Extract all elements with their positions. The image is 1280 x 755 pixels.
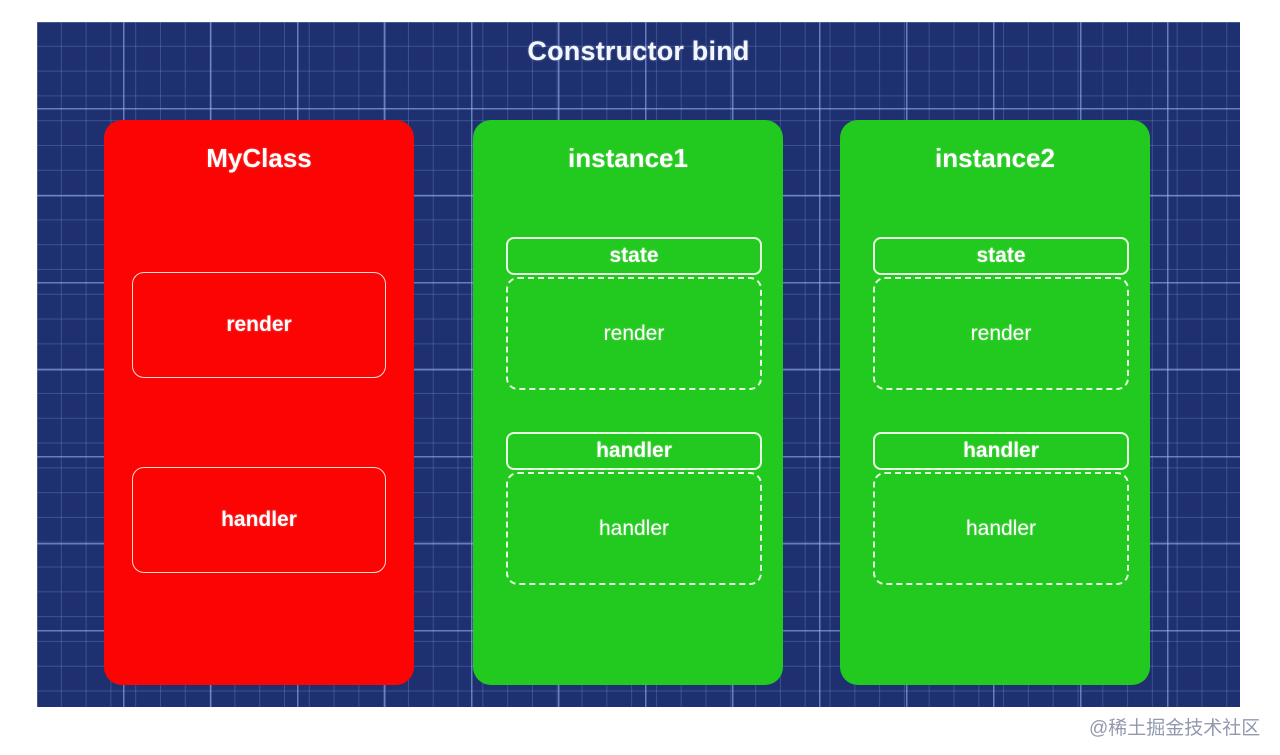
card-instance1-title: instance1 bbox=[568, 143, 688, 173]
card-instance2: instance2 state render handler handler bbox=[840, 120, 1150, 685]
card-myclass: MyClass render handler bbox=[104, 120, 414, 685]
member-instance1-render: render bbox=[506, 277, 762, 390]
member-label: render bbox=[970, 321, 1032, 345]
member-instance2-render: render bbox=[873, 277, 1129, 390]
member-label: handler bbox=[598, 516, 670, 540]
member-instance1-state: state bbox=[506, 237, 762, 275]
member-instance1-handler: handler bbox=[506, 472, 762, 585]
member-label: handler bbox=[965, 516, 1037, 540]
member-instance1-handler-bound: handler bbox=[506, 432, 762, 470]
member-label: state bbox=[976, 244, 1026, 267]
diagram-title: Constructor bind bbox=[527, 36, 750, 66]
member-label: handler bbox=[221, 508, 297, 531]
member-label: handler bbox=[963, 439, 1039, 462]
member-instance2-handler: handler bbox=[873, 472, 1129, 585]
card-instance2-title: instance2 bbox=[935, 143, 1055, 173]
card-myclass-title: MyClass bbox=[206, 143, 312, 173]
card-instance1: instance1 state render handler handler bbox=[473, 120, 783, 685]
watermark: @稀土掘金技术社区 bbox=[1089, 718, 1261, 739]
member-instance2-handler-bound: handler bbox=[873, 432, 1129, 470]
member-label: render bbox=[603, 321, 665, 345]
member-label: state bbox=[609, 244, 659, 267]
member-instance2-state: state bbox=[873, 237, 1129, 275]
member-label: render bbox=[226, 313, 292, 336]
member-label: handler bbox=[596, 439, 672, 462]
member-myclass-render: render bbox=[132, 272, 386, 378]
diagram-canvas: Constructor bind MyClass render handler … bbox=[37, 22, 1240, 707]
member-myclass-handler: handler bbox=[132, 467, 386, 573]
